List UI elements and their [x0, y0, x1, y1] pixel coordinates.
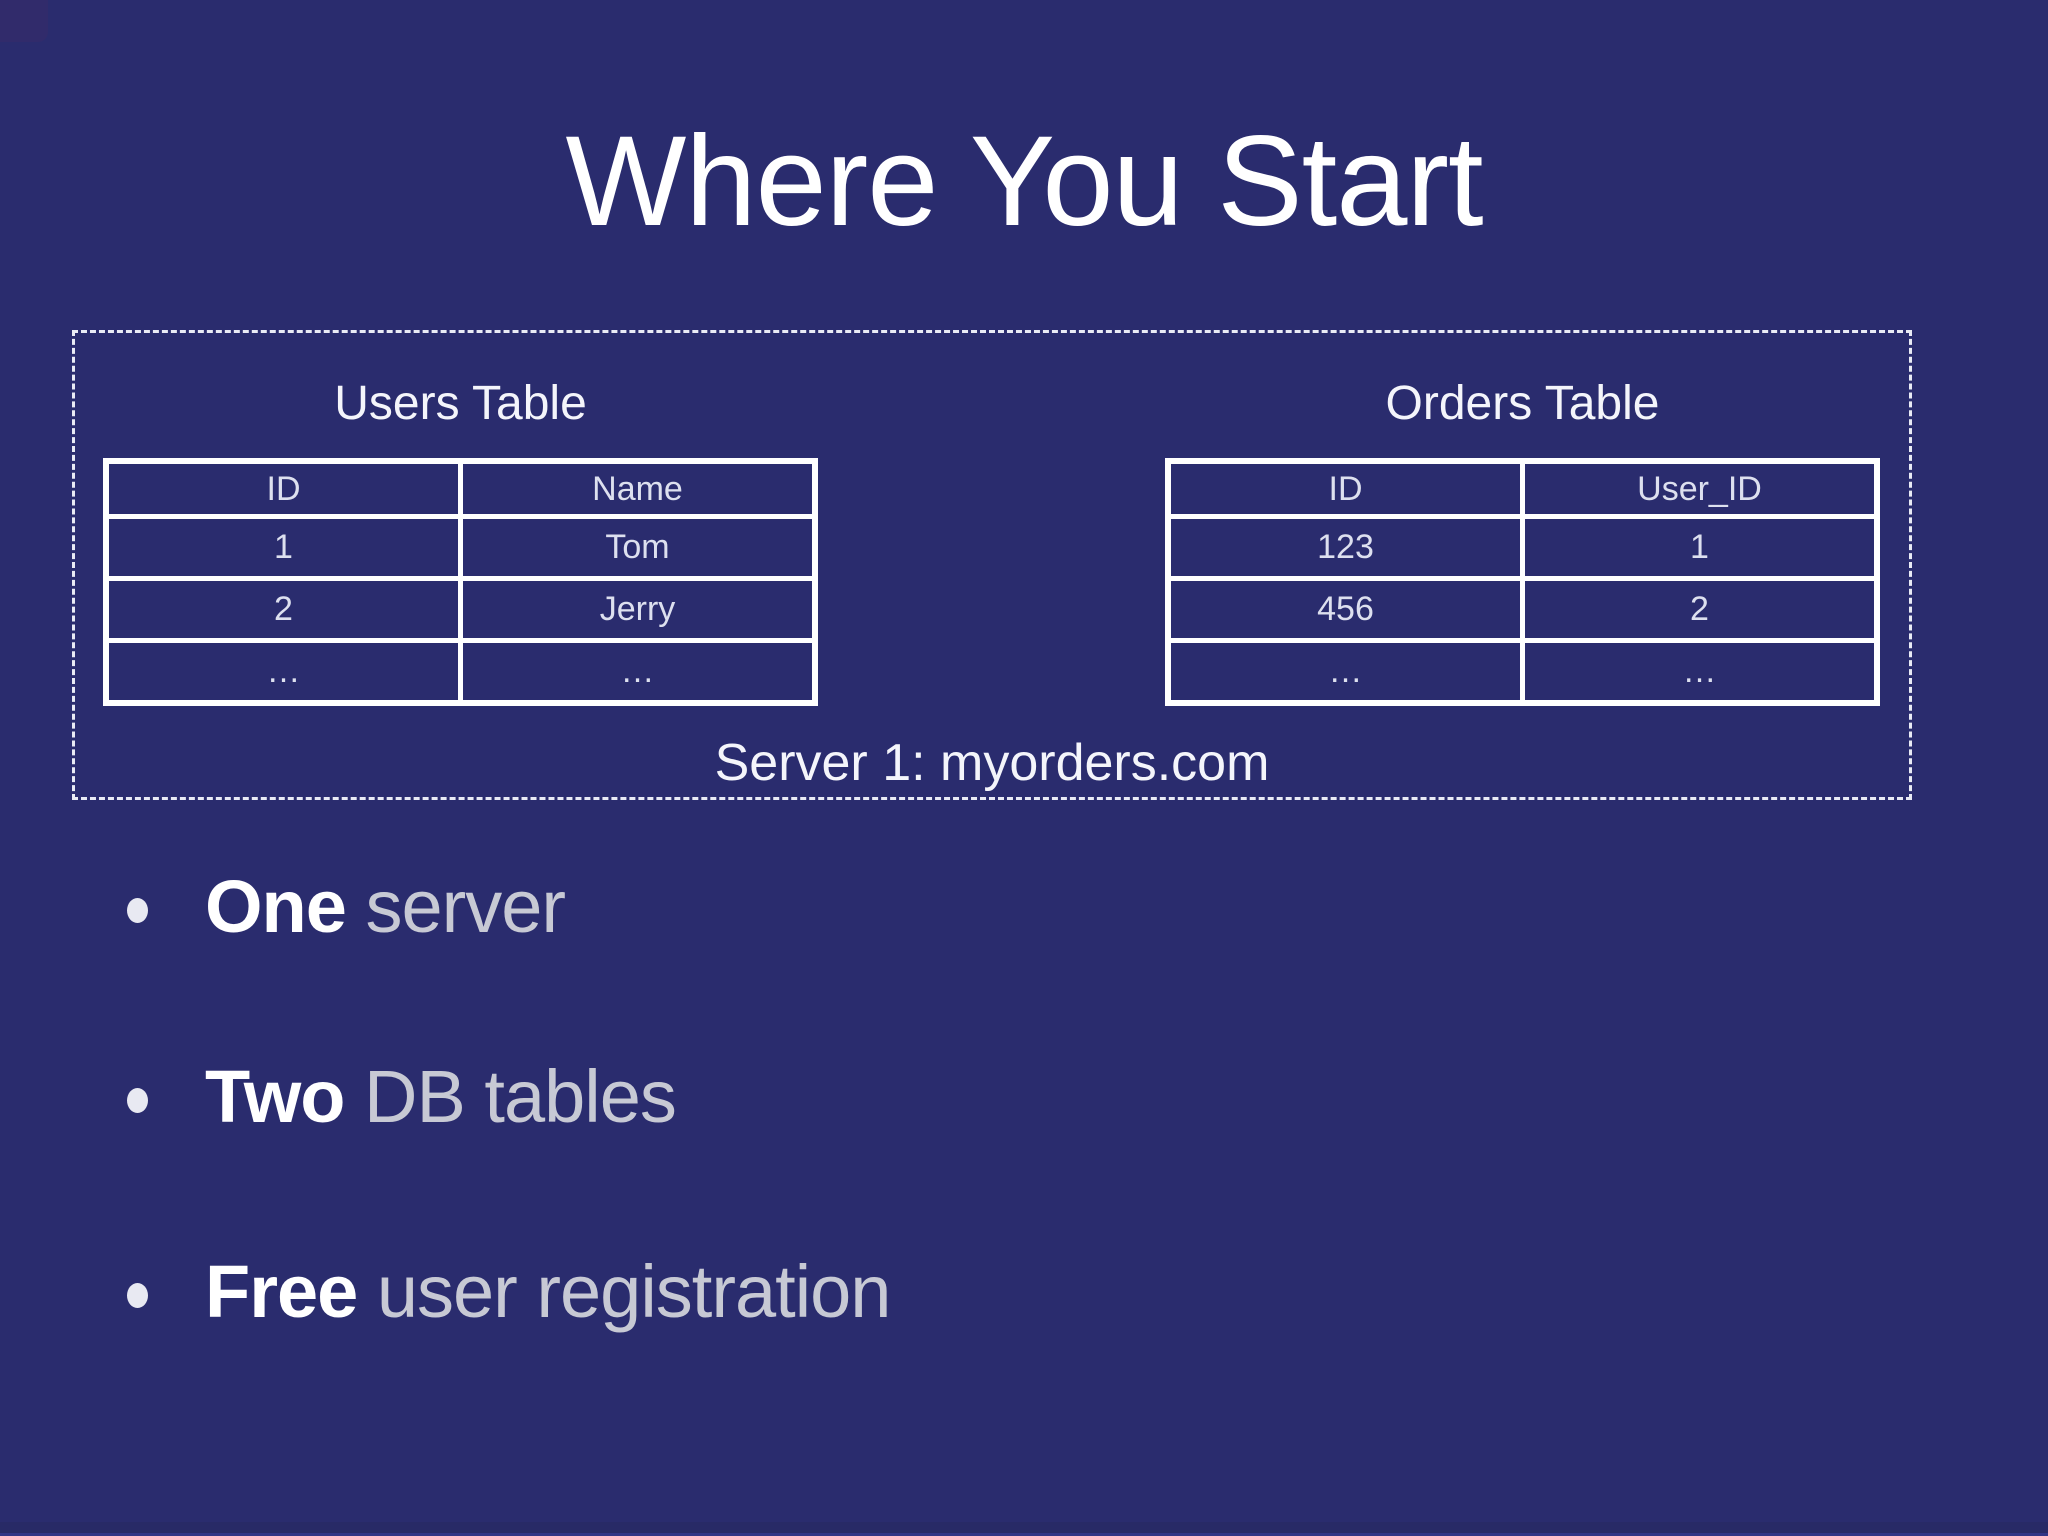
table-header-cell: Name — [458, 458, 818, 519]
table-row: … … — [1165, 638, 1880, 706]
table-row: … … — [103, 638, 818, 706]
server-boundary-box: Users Table ID Name 1 Tom 2 Jerry — [72, 330, 1912, 800]
table-header-cell: ID — [1165, 458, 1525, 519]
bullet-rest-text: DB tables — [344, 1055, 677, 1138]
table-cell: 123 — [1165, 514, 1525, 581]
bullet-bold-word: One — [205, 865, 347, 948]
bullet-item-two-db-tables: Two DB tables — [127, 1052, 677, 1142]
orders-table-header-row: ID User_ID — [1165, 458, 1880, 519]
bullet-bold-word: Two — [205, 1055, 345, 1138]
bottom-edge-artifact — [0, 1522, 2048, 1536]
users-table: ID Name 1 Tom 2 Jerry … … — [103, 458, 818, 706]
table-row: 456 2 — [1165, 576, 1880, 643]
server-label: Server 1: myorders.com — [714, 734, 1270, 792]
table-cell: … — [1520, 638, 1880, 706]
bullet-text: Free user registration — [205, 1247, 892, 1337]
orders-table: ID User_ID 123 1 456 2 … … — [1165, 458, 1880, 706]
bullet-text: One server — [205, 862, 566, 952]
bullet-icon — [127, 1087, 148, 1113]
bullet-rest-text: server — [345, 865, 566, 948]
table-header-cell: ID — [103, 458, 463, 519]
bullet-item-one-server: One server — [127, 862, 566, 952]
corner-artifact — [0, 0, 48, 42]
table-row: 123 1 — [1165, 514, 1880, 581]
page-title: Where You Start — [565, 110, 1483, 253]
users-table-header-row: ID Name — [103, 458, 818, 519]
table-cell: 1 — [103, 514, 463, 581]
bullet-icon — [127, 1282, 148, 1308]
orders-table-group: Orders Table ID User_ID 123 1 456 2 — [1165, 376, 1880, 706]
table-cell: 456 — [1165, 576, 1525, 643]
orders-table-title: Orders Table — [1385, 377, 1660, 430]
table-cell: … — [458, 638, 818, 706]
bullet-rest-text: user registration — [357, 1250, 892, 1333]
table-cell: … — [1165, 638, 1525, 706]
users-table-title: Users Table — [334, 377, 587, 430]
bullet-text: Two DB tables — [205, 1052, 677, 1142]
table-cell: 2 — [1520, 576, 1880, 643]
users-table-group: Users Table ID Name 1 Tom 2 Jerry — [103, 376, 818, 706]
table-cell: 1 — [1520, 514, 1880, 581]
bullet-icon — [127, 897, 148, 923]
table-row: 2 Jerry — [103, 576, 818, 643]
table-header-cell: User_ID — [1520, 458, 1880, 519]
table-cell: Jerry — [458, 576, 818, 643]
bullet-item-free-user-registration: Free user registration — [127, 1247, 892, 1337]
bullet-bold-word: Free — [205, 1250, 358, 1333]
table-row: 1 Tom — [103, 514, 818, 581]
table-cell: Tom — [458, 514, 818, 581]
table-cell: 2 — [103, 576, 463, 643]
table-cell: … — [103, 638, 463, 706]
